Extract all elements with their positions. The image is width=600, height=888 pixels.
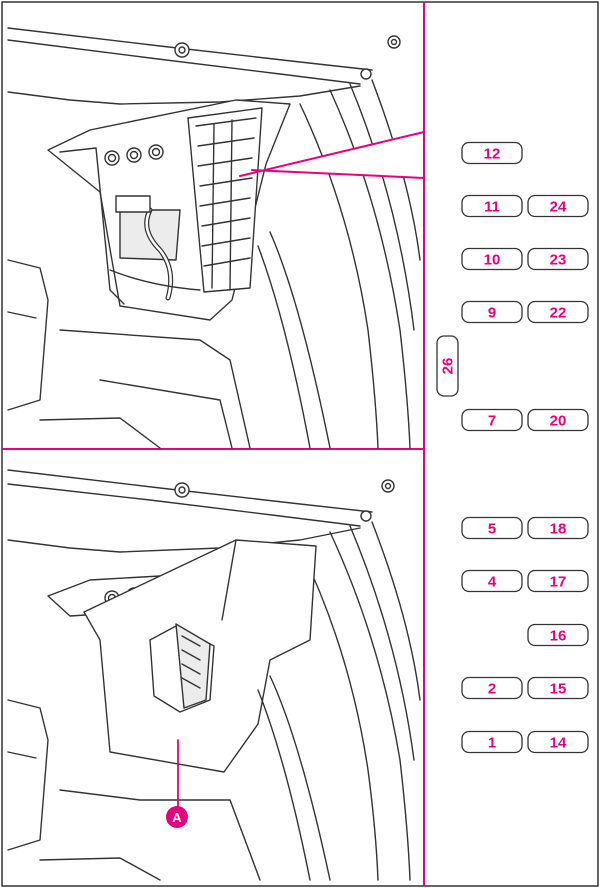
fuse-16-slot (527, 623, 589, 647)
fuse-17-slot (527, 569, 589, 593)
fuse-10-slot (461, 247, 523, 271)
fuse-12-slot (461, 141, 523, 165)
fuse-5-label: 5 (488, 521, 496, 538)
fuse-5-slot (461, 516, 523, 540)
fuse-23: 23 (527, 247, 589, 271)
fuse-22-label: 22 (550, 305, 567, 322)
top-illustration-open-fusebox (7, 27, 425, 449)
fuse-22-slot (527, 300, 589, 324)
fuse-1-label: 1 (488, 735, 496, 752)
fuse-15-slot (527, 676, 589, 700)
fuse-2: 2 (461, 676, 523, 700)
fuse-1: 1 (461, 730, 523, 754)
fuse-9-label: 9 (488, 305, 496, 322)
bottom-illustration-closed-cover (7, 469, 421, 881)
fuse-26-label: 26 (440, 358, 457, 375)
fuse-14: 14 (527, 730, 589, 754)
fuse-14-label: 14 (550, 735, 567, 752)
fuse-26: 26 (436, 335, 459, 397)
fuse-11-slot (461, 194, 523, 218)
fuse-16-label: 16 (550, 628, 567, 645)
fuse-layout-panel: 12 11 24 10 23 9 22 26 7 20 5 18 4 17 16 2 15 1 14 (436, 141, 589, 754)
fuse-4-label: 4 (488, 574, 497, 591)
fuse-9-slot (461, 300, 523, 324)
fuse-20-slot (527, 408, 589, 432)
fuse-24: 24 (527, 194, 589, 218)
fuse-4-slot (461, 569, 523, 593)
fuse-18-slot (527, 516, 589, 540)
fuse-15-label: 15 (550, 681, 567, 698)
fuse-18-label: 18 (550, 521, 567, 538)
callout-a: A (166, 806, 188, 828)
fuse-12-label: 12 (484, 146, 501, 163)
fuse-7-label: 7 (488, 413, 496, 430)
fuse-5: 5 (461, 516, 523, 540)
fuse-17: 17 (527, 569, 589, 593)
fuse-1-slot (461, 730, 523, 754)
fuse-11-label: 11 (484, 199, 500, 216)
fuse-20: 20 (527, 408, 589, 432)
fuse-14-slot (527, 730, 589, 754)
fuse-22: 22 (527, 300, 589, 324)
fuse-7: 7 (461, 408, 523, 432)
callout-a-label: A (172, 810, 182, 825)
fuse-24-label: 24 (550, 199, 567, 216)
fuse-10: 10 (461, 247, 523, 271)
fuse-4: 4 (461, 569, 523, 593)
fuse-2-slot (461, 676, 523, 700)
fuse-16: 16 (527, 623, 589, 647)
fuse-2-label: 2 (488, 681, 496, 698)
fuse-7-slot (461, 408, 523, 432)
fuse-9: 9 (461, 300, 523, 324)
fuse-17-label: 17 (550, 574, 567, 591)
fuse-15: 15 (527, 676, 589, 700)
fuse-26-slot (436, 335, 459, 397)
fuse-24-slot (527, 194, 589, 218)
fuse-23-slot (527, 247, 589, 271)
fuse-12: 12 (461, 141, 523, 165)
fuse-20-label: 20 (550, 413, 567, 430)
fuse-18: 18 (527, 516, 589, 540)
fuse-11: 11 (461, 194, 523, 218)
fuse-23-label: 23 (550, 252, 567, 269)
fuse-10-label: 10 (484, 252, 501, 269)
